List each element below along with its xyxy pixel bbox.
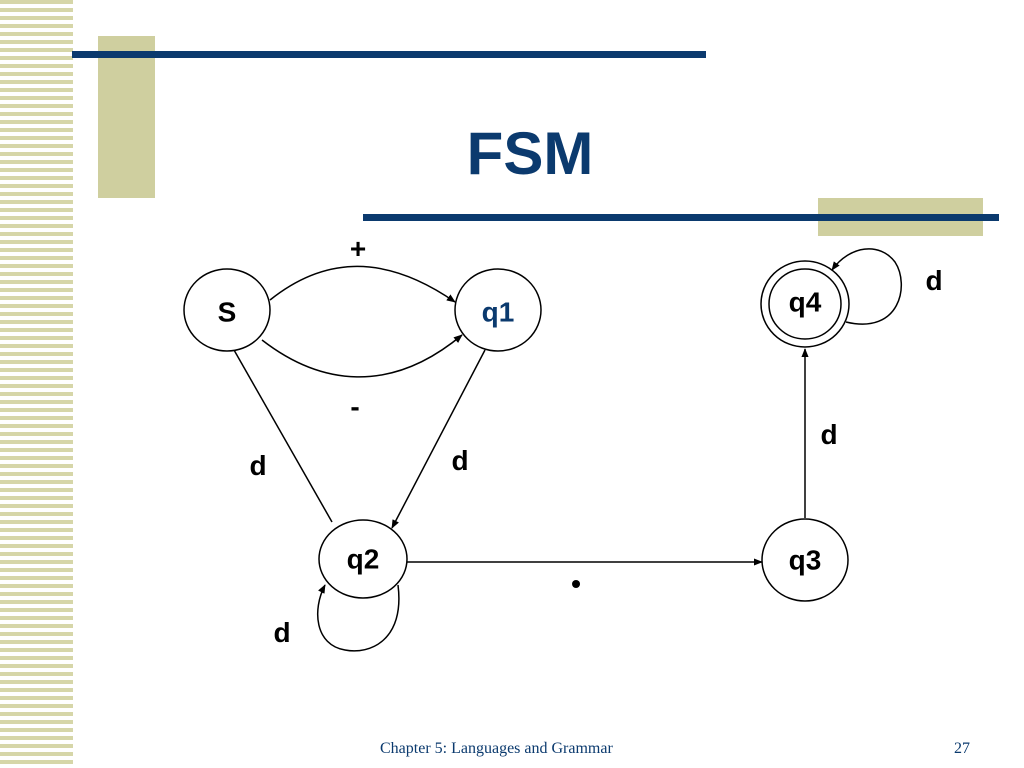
state-q2-label: q2	[347, 543, 380, 574]
state-q4-accepting: q4	[760, 260, 850, 348]
edge-s-q1-plus	[269, 265, 456, 303]
state-q2: q2	[318, 519, 408, 599]
top-rule	[72, 51, 706, 58]
edge-label-q2-loop: d	[273, 617, 290, 648]
edge-label-q4-loop: d	[925, 265, 942, 296]
edge-s-q1-minus	[261, 334, 463, 378]
state-q1: q1	[454, 268, 542, 352]
edge-label-plus: +	[350, 233, 366, 264]
edge-q2-self-loop	[317, 584, 400, 652]
edge-q1-q2	[391, 349, 486, 529]
title-underline-rule	[363, 214, 999, 221]
state-q3: q3	[761, 518, 849, 602]
edge-label-q1-q2: d	[451, 445, 468, 476]
accent-block-left	[98, 36, 155, 198]
state-q4-label: q4	[789, 286, 822, 317]
edge-label-q2-q3: •	[571, 568, 581, 599]
edge-label-s-q2: d	[249, 450, 266, 481]
edge-label-q3-q4: d	[820, 419, 837, 450]
decorative-stripes	[0, 0, 73, 768]
slide-title: FSM	[466, 120, 594, 187]
edge-label-minus: -	[350, 391, 359, 422]
state-q3-label: q3	[789, 544, 822, 575]
page-number: 27	[954, 740, 970, 757]
state-s: S	[183, 268, 271, 352]
footer-chapter: Chapter 5: Languages and Grammar	[380, 740, 613, 757]
edge-q4-self-loop	[831, 248, 903, 325]
edge-s-q2	[233, 349, 333, 523]
state-s-label: S	[218, 296, 237, 327]
state-q1-label: q1	[482, 296, 515, 327]
